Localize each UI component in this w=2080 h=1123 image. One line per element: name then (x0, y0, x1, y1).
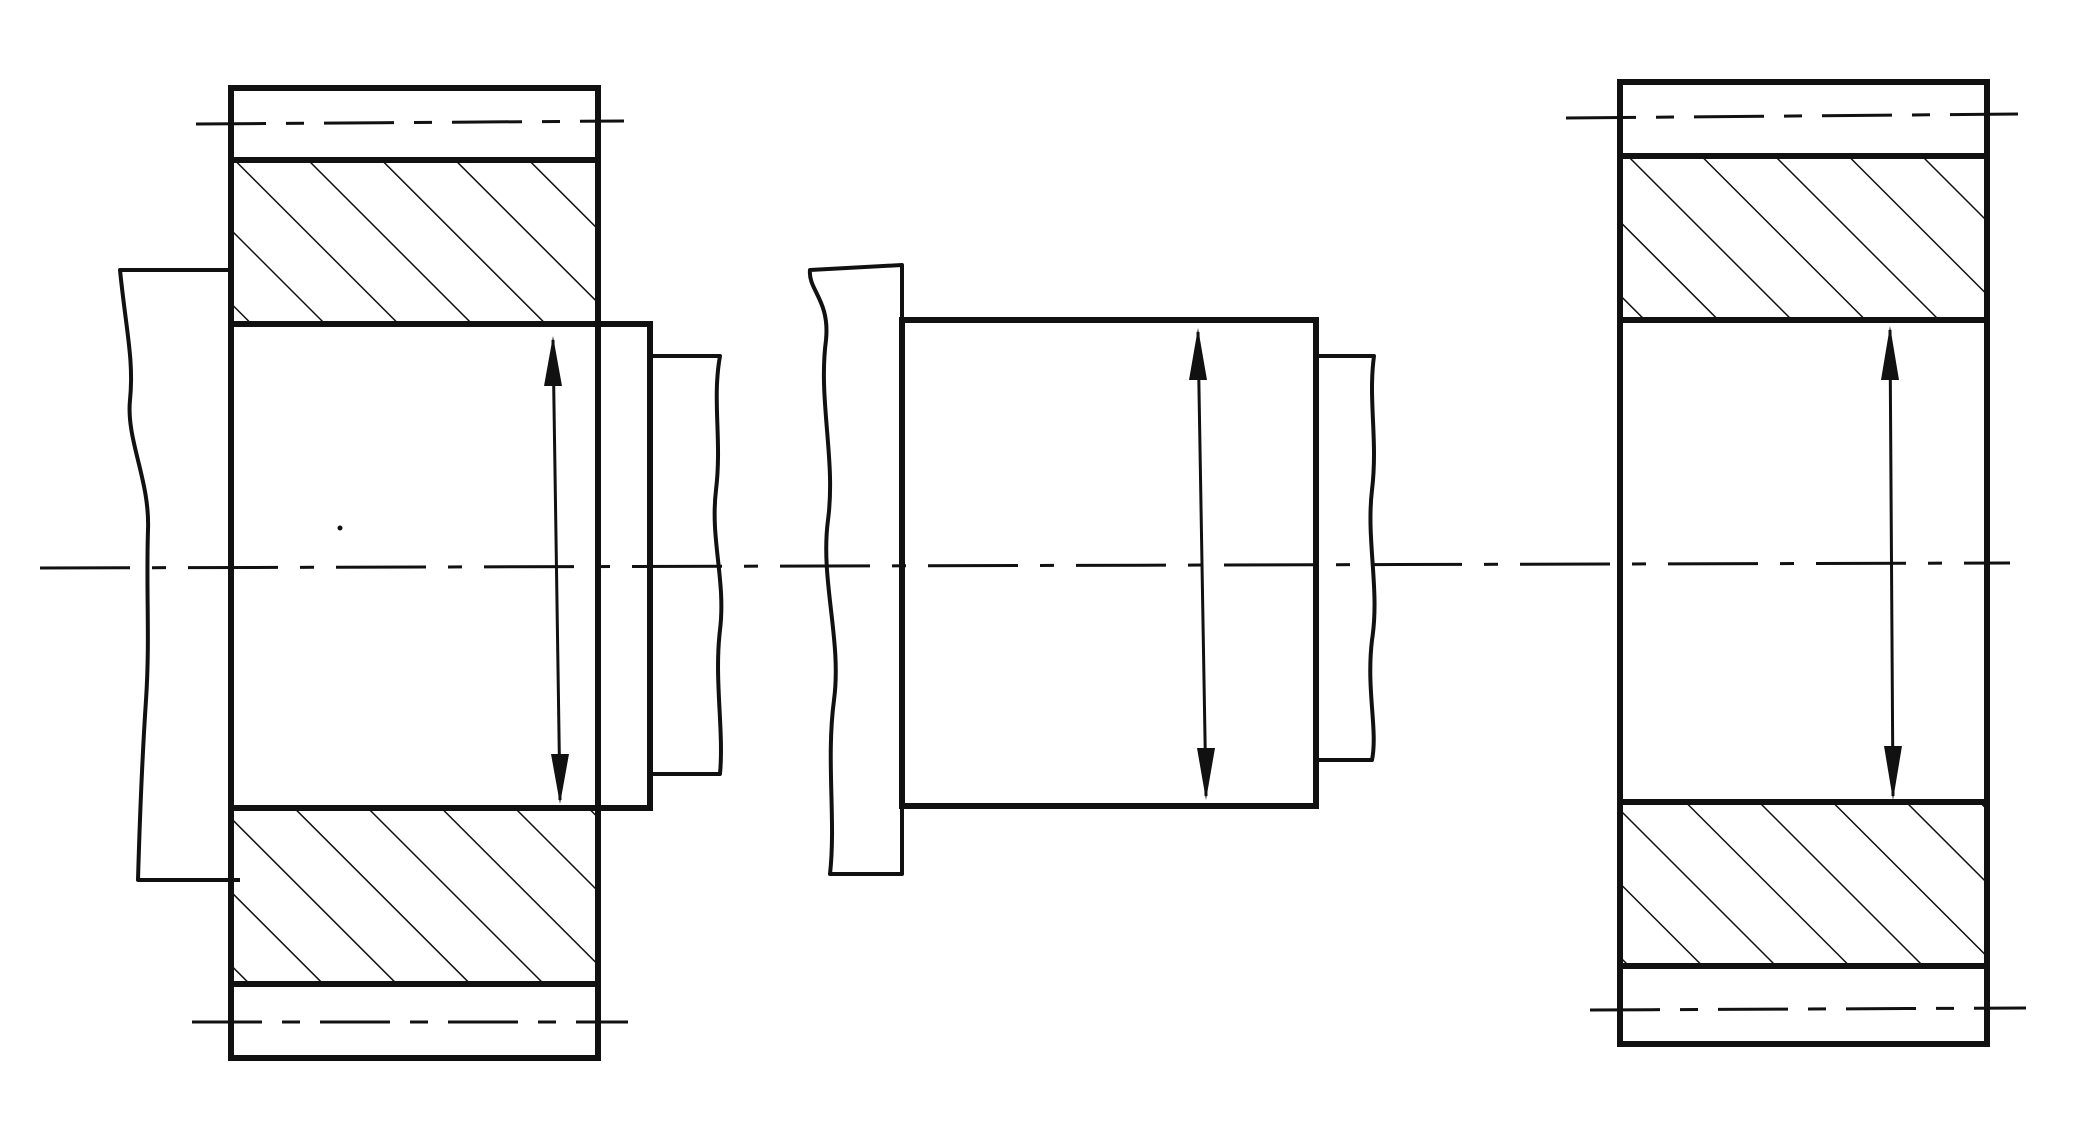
arrowhead-up-3 (1881, 326, 1899, 380)
view-gear (1565, 79, 2027, 1047)
shaft-flange-break (118, 268, 240, 882)
view-shaft (807, 263, 1377, 876)
pitch-line-top (195, 119, 625, 126)
dimension-line-1 (551, 339, 562, 801)
gear-hatch-top-3 (1620, 156, 1987, 320)
shaft-end-2 (1316, 354, 1377, 762)
arrowhead-up-2 (1189, 328, 1207, 380)
arrowhead-down-1 (551, 754, 569, 804)
flange-outline (807, 263, 904, 876)
gear-hatch-bottom (231, 808, 598, 984)
gear-outline-3 (1617, 79, 1990, 1047)
pitch-line-bottom-3 (1589, 1006, 2027, 1012)
gear-hatch-bottom-3 (1620, 802, 1987, 966)
dimension-line-3 (1888, 329, 1895, 797)
pitch-line-top-3 (1565, 112, 2019, 120)
arrowhead-up-1 (544, 336, 562, 386)
view-assembled (118, 85, 724, 1061)
scan-speck (337, 525, 343, 531)
center-axis (39, 561, 2011, 570)
shaft-journal-2 (899, 317, 1319, 809)
gear-hatch-top (231, 160, 598, 324)
shaft-end (650, 354, 724, 776)
shaft-journal (228, 321, 653, 811)
arrowhead-down-3 (1884, 746, 1902, 800)
dimension-line-2 (1196, 331, 1208, 797)
arrowhead-down-2 (1197, 748, 1215, 800)
